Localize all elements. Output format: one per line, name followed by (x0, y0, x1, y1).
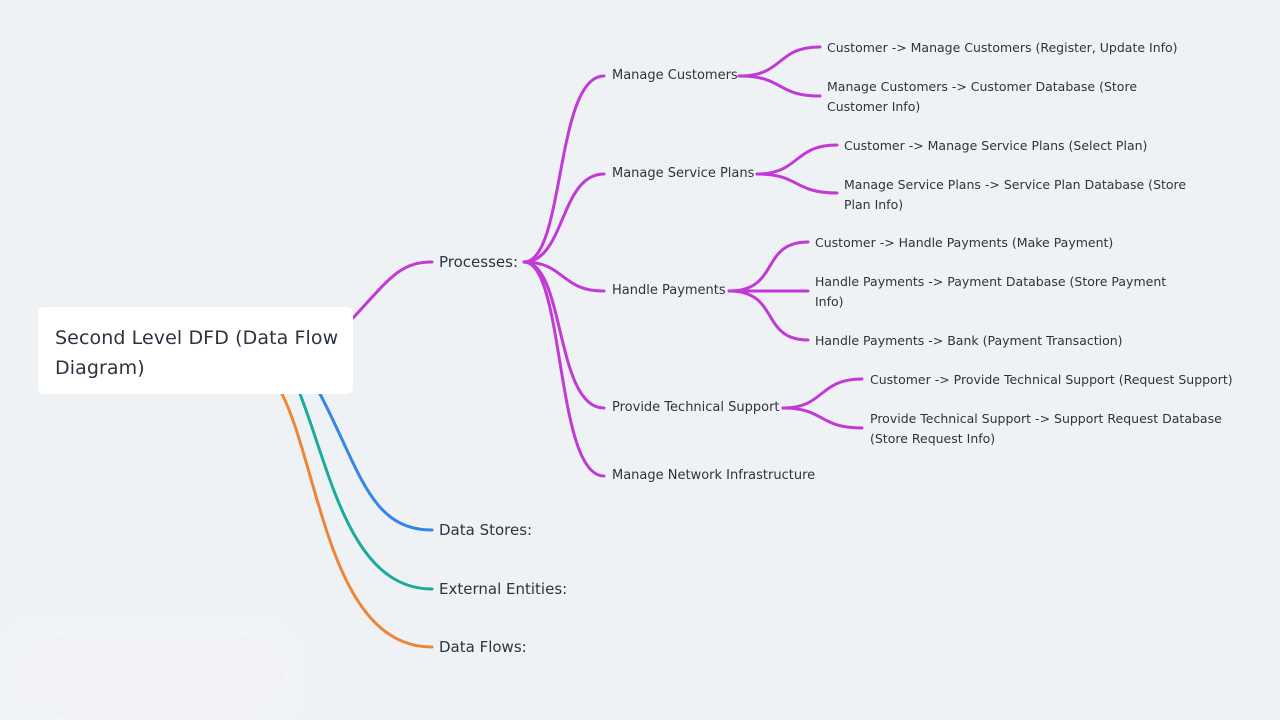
connector-provide-technical-support (522, 260, 606, 410)
node-manage-customers-flow-1[interactable]: Customer -> Manage Customers (Register, … (827, 40, 1178, 55)
connector-processes (351, 260, 434, 320)
node-provide-technical-support[interactable]: Provide Technical Support (612, 400, 780, 415)
node-handle-payments-flow-3[interactable]: Handle Payments -> Bank (Payment Transac… (815, 333, 1123, 348)
node-data-stores[interactable]: Data Stores: (439, 521, 533, 539)
connector-msp-1 (755, 143, 839, 176)
node-manage-service-plans-flow-1[interactable]: Customer -> Manage Service Plans (Select… (844, 138, 1148, 153)
root-title: Second Level DFD (Data Flow Diagram) (55, 327, 339, 379)
node-manage-service-plans-flow-2[interactable]: Manage Service Plans -> Service Plan Dat… (844, 177, 1187, 212)
connector-data-flows (280, 392, 434, 649)
root-node[interactable]: Second Level DFD (Data Flow Diagram) (38, 307, 353, 394)
connector-pts-2 (781, 406, 864, 430)
faint-background-card (18, 637, 283, 715)
node-manage-network-infrastructure[interactable]: Manage Network Infrastructure (612, 468, 816, 483)
connector-handle-payments (522, 260, 606, 293)
connector-mc-1 (737, 45, 822, 78)
connector-data-stores (318, 392, 434, 532)
connector-manage-service-plans (522, 172, 606, 264)
connector-hp-3 (727, 289, 810, 342)
node-manage-customers-flow-2[interactable]: Manage Customers -> Customer Database (S… (827, 79, 1138, 114)
connector-manage-customers (522, 74, 606, 264)
connector-msp-2 (755, 172, 839, 195)
node-provide-technical-support-flow-2[interactable]: Provide Technical Support -> Support Req… (870, 411, 1222, 446)
connector-manage-network-infrastructure (522, 260, 606, 478)
connector-pts-1 (781, 377, 864, 410)
node-handle-payments-flow-1[interactable]: Customer -> Handle Payments (Make Paymen… (815, 235, 1114, 250)
connector-hp-1 (727, 240, 810, 293)
connector-external-entities (298, 392, 434, 591)
node-external-entities[interactable]: External Entities: (439, 580, 568, 598)
connector-mc-2 (737, 74, 822, 98)
node-processes[interactable]: Processes: (439, 253, 518, 271)
node-manage-service-plans[interactable]: Manage Service Plans (612, 166, 755, 181)
node-provide-technical-support-flow-1[interactable]: Customer -> Provide Technical Support (R… (870, 372, 1233, 387)
node-handle-payments[interactable]: Handle Payments (612, 283, 726, 298)
node-manage-customers[interactable]: Manage Customers (612, 68, 738, 83)
node-handle-payments-flow-2[interactable]: Handle Payments -> Payment Database (Sto… (815, 274, 1167, 309)
node-data-flows[interactable]: Data Flows: (439, 638, 527, 656)
